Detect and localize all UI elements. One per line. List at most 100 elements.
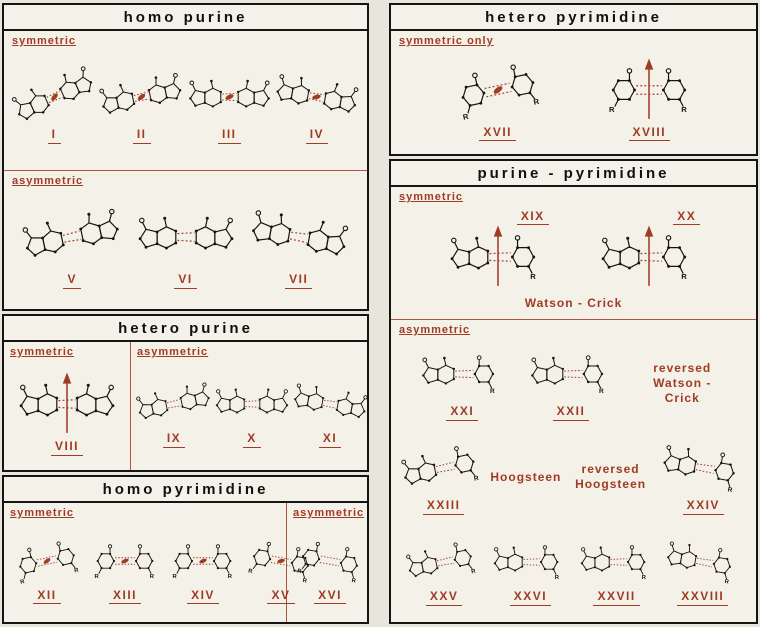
structure-numeral: V: [63, 272, 81, 289]
base-pair-drawing: [601, 225, 689, 288]
purine-pair-drawing: [188, 79, 271, 109]
homo-pyrimidine-asymmetric-section: asymmetric XVI: [287, 503, 367, 622]
structure-numeral: XVII: [479, 125, 516, 142]
section-label-symmetric: symmetric: [12, 35, 77, 47]
structure-row: I II III IV: [9, 47, 361, 166]
purine-pair-drawing: [134, 380, 212, 422]
structure-row: VIII: [8, 358, 126, 468]
structure-cell: VII: [248, 203, 350, 289]
section-label-asymmetric: asymmetric: [12, 174, 84, 187]
structure-row: XIX XX: [397, 203, 750, 298]
structure-row: IX X XI: [134, 358, 367, 468]
panel-title-purine-pyrimidine: purine - pyrimidine: [391, 161, 756, 187]
structure-row: XVI: [291, 519, 363, 620]
base-pair-drawing: [659, 442, 739, 495]
structure-cell: VIII: [16, 370, 118, 456]
base-pair-drawing: [530, 355, 605, 396]
structure-numeral: XV: [267, 588, 295, 605]
structure-numeral: XII: [33, 588, 61, 605]
reversed-hoogsteen-caption: reversed Hoogsteen: [575, 462, 647, 491]
structure-cell: VI: [135, 203, 237, 289]
symmetry-center-icon: [198, 557, 208, 565]
structure-cell: XV: [242, 535, 320, 605]
structure-numeral: III: [218, 128, 241, 145]
pyrimidine-pair-drawing: [93, 543, 156, 580]
structure-numeral: XXIII: [422, 498, 465, 515]
structure-numeral: VIII: [50, 439, 83, 456]
hetero-pyrimidine-symmetric-section: symmetric only XVII XVIII: [391, 31, 756, 154]
purine-pair-drawing: [274, 72, 361, 116]
structure-cell: XXIV: [659, 439, 747, 515]
section-divider: [4, 169, 367, 171]
pyrimidine-pair-drawing: [608, 57, 689, 120]
section-label-symmetric: symmetric: [399, 191, 464, 203]
structure-row: XVII XVIII: [397, 47, 750, 150]
structure-cell: XIV: [164, 535, 242, 605]
watson-crick-caption: Watson - Crick: [524, 296, 623, 310]
structure-cell: IX: [134, 378, 213, 448]
structure-row: V VI VII: [10, 187, 361, 306]
structure-numeral: XIII: [108, 588, 141, 605]
purine-pair-drawing: [9, 64, 96, 125]
purine-pyrimidine-asymmetric-section: asymmetric XXI XXII reversed Watson - Cr…: [391, 320, 756, 622]
purine-pair-drawing: [98, 71, 184, 117]
panel-homo-pyrimidine: homo pyrimidine symmetric XII XIII XIV: [2, 475, 369, 624]
purine-pair-drawing: [215, 388, 289, 415]
purine-pair-drawing: [21, 206, 122, 260]
base-pair-drawing: [493, 545, 561, 582]
structure-numeral: XXVII: [593, 589, 640, 606]
structure-row-hoogsteen: XXIII Hoogsteen reversed Hoogsteen XXIV: [397, 430, 750, 524]
symmetry-axis-icon: [644, 225, 655, 288]
structure-numeral: VII: [285, 272, 313, 289]
structure-cell: X: [213, 378, 291, 448]
homo-purine-symmetric-section: symmetric I II III IV: [4, 31, 367, 170]
structure-row-bottom: XXV XXVI XXVII XXVIII: [397, 524, 750, 618]
structure-cell: XXVI: [491, 536, 569, 606]
structure-row: XII XIII XIV XV: [8, 519, 314, 620]
structure-cell: IV: [273, 68, 361, 145]
structure-cell: XXI: [419, 345, 506, 421]
structure-cell: V: [21, 203, 123, 289]
purine-pyrimidine-symmetric-section: symmetric XIX XX Watson - Crick: [391, 187, 756, 319]
structure-cell: XVI: [291, 535, 367, 605]
panel-homo-purine: homo purine symmetric I II III I: [2, 3, 369, 311]
purine-pair-drawing: [249, 208, 350, 258]
hetero-purine-symmetric-section: symmetric VIII: [4, 342, 130, 470]
structure-numeral: XVIII: [628, 125, 671, 142]
section-label-symmetric: symmetric: [10, 507, 75, 519]
symmetry-axis-icon: [492, 225, 503, 288]
section-label-symmetric: symmetric: [10, 346, 75, 358]
structure-numeral: XXI: [446, 404, 479, 421]
symmetry-center-icon: [120, 557, 130, 565]
structure-numeral: XX: [673, 209, 701, 226]
structure-cell: XII: [8, 535, 86, 605]
structure-numeral: XI: [318, 431, 342, 448]
pyrimidine-pair-drawing: [13, 538, 81, 586]
structure-numeral: IV: [305, 128, 329, 145]
symmetry-axis-icon: [644, 57, 655, 120]
panel-purine-pyrimidine: purine - pyrimidine symmetric XIX XX Wat…: [389, 159, 758, 624]
section-divider: [286, 503, 287, 622]
purine-pair-drawing: [137, 216, 234, 250]
structure-cell: XXII: [528, 345, 615, 421]
panel-hetero-pyrimidine: hetero pyrimidine symmetric only XVII XV…: [389, 3, 758, 156]
structure-cell: XIII: [86, 535, 164, 605]
reversed-watson-crick-caption: reversed Watson - Crick: [653, 360, 712, 405]
base-pair-drawing: [399, 443, 481, 498]
structure-numeral: XIX: [516, 209, 549, 226]
structure-numeral: II: [132, 128, 151, 145]
symmetry-axis-icon: [61, 371, 73, 434]
structure-cell: XXVII: [578, 536, 656, 606]
panel-title-hetero-purine: hetero purine: [4, 316, 367, 342]
structure-cell: XXV: [404, 536, 483, 606]
base-pair-drawing: [663, 539, 736, 587]
structure-cell: XIX: [447, 209, 549, 292]
hoogsteen-caption: Hoogsteen: [490, 469, 562, 484]
panel-hetero-purine: hetero purine symmetric VIII asymmetric: [2, 314, 369, 472]
base-pair-drawing: [421, 355, 496, 396]
section-label-asymmetric: asymmetric: [137, 346, 209, 358]
purine-pair-drawing: [19, 371, 115, 434]
structure-numeral: XXIV: [682, 498, 724, 515]
homo-pyrimidine-symmetric-section: symmetric XII XIII XIV: [4, 503, 314, 622]
structure-cell: III: [186, 68, 273, 145]
